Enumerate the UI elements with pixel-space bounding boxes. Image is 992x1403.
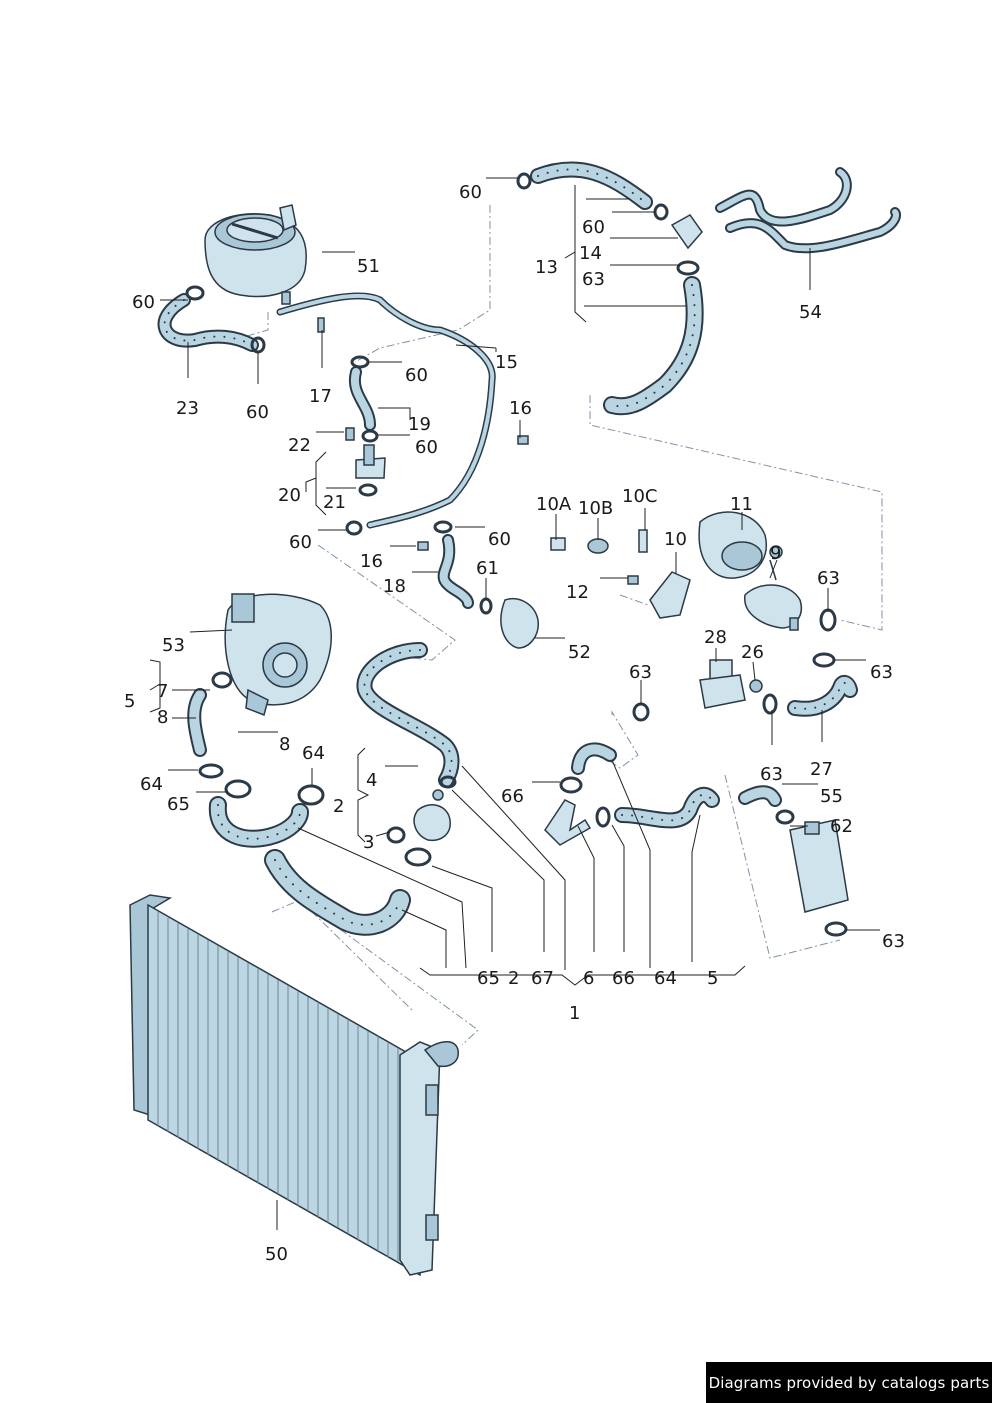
callout-66-bottom: 66 (612, 968, 635, 989)
callout-22: 22 (288, 435, 311, 456)
coolant-pipes (276, 167, 902, 529)
callout-60-top: 60 (459, 182, 482, 203)
callout-labels: 60 60 14 13 63 54 51 60 23 60 17 60 15 1… (124, 182, 905, 1265)
callout-10b: 10B (578, 498, 613, 519)
callout-66-upper: 66 (501, 786, 524, 807)
callout-63-cooler: 63 (882, 931, 905, 952)
callout-26: 26 (741, 642, 764, 663)
callout-60-pipe-left: 60 (289, 532, 312, 553)
callout-60-pipe-right: 60 (488, 529, 511, 550)
callout-61: 61 (476, 558, 499, 579)
callout-11: 11 (730, 494, 753, 515)
radiator (129, 894, 459, 1277)
callout-1: 1 (569, 1003, 580, 1024)
callout-65-bottom: 65 (477, 968, 500, 989)
callout-53: 53 (162, 635, 185, 656)
callout-60-tank: 60 (132, 292, 155, 313)
leader-lines (149, 177, 880, 1230)
callout-10a: 10A (536, 494, 572, 515)
callout-15: 15 (495, 352, 518, 373)
callout-65-left: 65 (167, 794, 190, 815)
footer-credit-text: Diagrams provided by catalogs parts (708, 1373, 990, 1392)
callout-23: 23 (176, 398, 199, 419)
callout-52: 52 (568, 642, 591, 663)
callout-60-bracket: 60 (415, 437, 438, 458)
callout-13: 13 (535, 257, 558, 278)
callout-5-bottom: 5 (707, 968, 718, 989)
callout-18: 18 (383, 576, 406, 597)
callout-3: 3 (363, 832, 374, 853)
callout-64-bottom: 64 (654, 968, 677, 989)
callout-16-lower: 16 (360, 551, 383, 572)
callout-4: 4 (366, 770, 377, 791)
callout-64-lower-left: 64 (140, 774, 163, 795)
callout-8-clip: 8 (279, 734, 290, 755)
callout-14: 14 (579, 243, 602, 264)
callout-51: 51 (357, 256, 380, 277)
callout-60-hose23: 60 (246, 402, 269, 423)
callout-6: 6 (583, 968, 594, 989)
callout-63-pump: 63 (817, 568, 840, 589)
callout-8-left: 8 (157, 707, 168, 728)
callout-2-bottom: 2 (508, 968, 519, 989)
callout-10: 10 (664, 529, 687, 550)
callout-19: 19 (408, 414, 431, 435)
footer-credit-banner: Diagrams provided by catalogs parts (706, 1362, 992, 1403)
callout-63-hose13: 63 (582, 269, 605, 290)
callout-64-left: 64 (302, 743, 325, 764)
callout-63-valve-left: 63 (629, 662, 652, 683)
callout-54: 54 (799, 302, 822, 323)
callout-7: 7 (157, 681, 168, 702)
callout-27: 27 (810, 759, 833, 780)
coolant-hoses (157, 161, 858, 936)
callout-17: 17 (309, 386, 332, 407)
callout-12: 12 (566, 582, 589, 603)
callout-10c: 10C (622, 486, 657, 507)
callout-62: 62 (830, 816, 853, 837)
callout-60-hose13: 60 (582, 217, 605, 238)
callout-28: 28 (704, 627, 727, 648)
callout-16-upper: 16 (509, 398, 532, 419)
callout-63-hose55: 63 (760, 764, 783, 785)
callout-9: 9 (770, 543, 781, 564)
callout-21: 21 (323, 492, 346, 513)
callout-55: 55 (820, 786, 843, 807)
callout-63-hose27: 63 (870, 662, 893, 683)
callout-20: 20 (278, 485, 301, 506)
components (204, 204, 849, 913)
callout-2-left: 2 (333, 796, 344, 817)
callout-60-hose19: 60 (405, 365, 428, 386)
callout-5-left: 5 (124, 691, 135, 712)
callout-50: 50 (265, 1244, 288, 1265)
callout-67: 67 (531, 968, 554, 989)
